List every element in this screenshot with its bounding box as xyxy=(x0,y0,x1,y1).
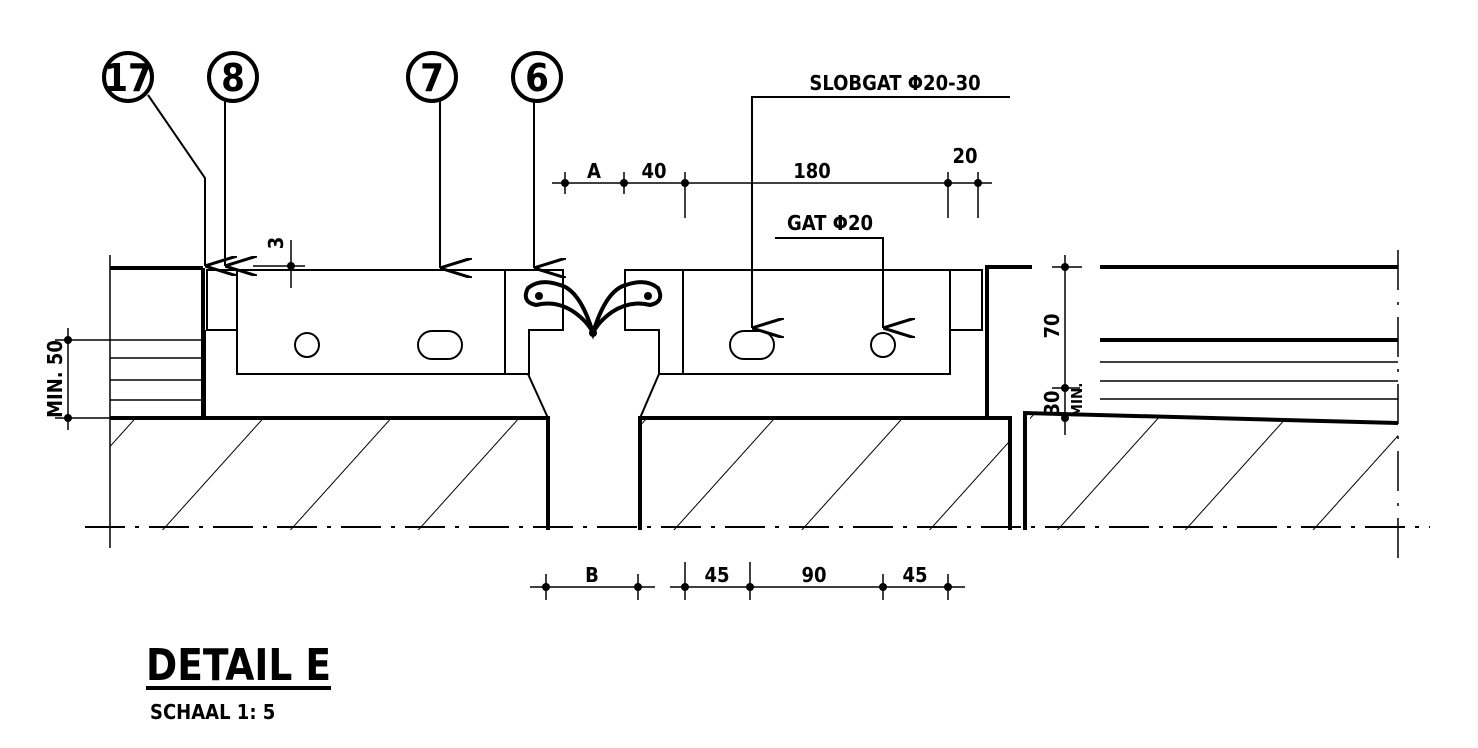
left-frame xyxy=(204,269,564,419)
svg-text:6: 6 xyxy=(525,56,549,100)
scale-label: SCHAAL 1: 5 xyxy=(150,700,275,724)
dim-20: 20 xyxy=(952,144,977,168)
dim-180: 180 xyxy=(793,159,831,183)
top-dimension-chain xyxy=(552,172,992,218)
gat-label: GAT Φ20 xyxy=(787,211,873,235)
balloon-8: 8 xyxy=(207,51,259,103)
dim-45-right: 45 xyxy=(902,563,927,587)
dim-70: 70 xyxy=(1040,313,1064,338)
dim-3: 3 xyxy=(264,237,288,250)
detail-title: DETAIL E xyxy=(146,640,331,691)
concrete-slabs xyxy=(85,410,1430,530)
dim-40: 40 xyxy=(641,159,666,183)
dim-a: A xyxy=(587,159,601,183)
svg-text:7: 7 xyxy=(420,56,444,100)
svg-text:17: 17 xyxy=(104,56,152,100)
leader-lines xyxy=(147,94,1010,328)
right-frame xyxy=(624,250,1399,560)
dim-45-left: 45 xyxy=(704,563,729,587)
slobgat-label: SLOBGAT Φ20-30 xyxy=(809,71,980,95)
dim-90: 90 xyxy=(801,563,826,587)
svg-text:8: 8 xyxy=(221,56,245,100)
min50-dimension xyxy=(55,328,110,430)
dim-min-50: MIN. 50 xyxy=(43,340,67,418)
balloon-17: 17 xyxy=(102,51,154,103)
joint-seal xyxy=(523,280,663,340)
dim-30: 30 xyxy=(1040,390,1064,415)
balloon-7: 7 xyxy=(406,51,458,103)
dim-min: MIN. xyxy=(1068,383,1086,418)
dim-3-marker xyxy=(253,240,305,288)
balloon-6: 6 xyxy=(511,51,563,103)
dim-b: B xyxy=(585,563,599,587)
bottom-dimension-chain xyxy=(530,562,965,600)
